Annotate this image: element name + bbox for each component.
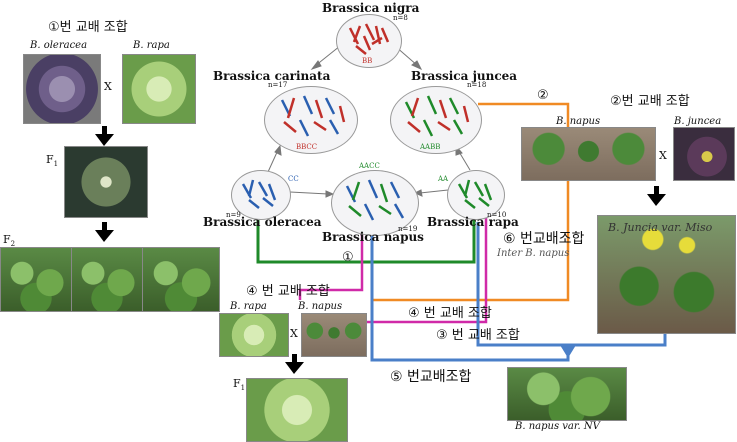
oleracea-chromosomes — [241, 179, 277, 209]
miso-label: B. Juncia var. Miso — [608, 221, 713, 234]
nigra-label: Brassica nigra — [322, 1, 420, 15]
parent-oleracea-label: B. oleracea — [30, 40, 88, 51]
napus-label: Brassica napus — [322, 230, 424, 244]
f1-label: F1 — [46, 153, 59, 169]
juncea-chromosome-circle — [390, 86, 482, 154]
oleracea-n: n=9 — [226, 211, 241, 219]
miso-field-photo — [597, 215, 736, 334]
juncea-genome: AABB — [420, 143, 441, 151]
f2-photo-3 — [142, 247, 220, 312]
cross2-title: ②번 교배 조합 — [610, 94, 690, 109]
nigra-chromosome-circle — [336, 14, 402, 68]
f2-label: F2 — [3, 233, 16, 249]
carinata-genome: BBCC — [296, 143, 318, 151]
oleracea-chromosome-circle — [231, 170, 291, 220]
napus-photo — [521, 127, 656, 181]
cross4-title-left: ④ 번 교배 조합 — [246, 284, 330, 299]
f1-photo — [64, 146, 148, 218]
juncea-label: Brassica juncea — [411, 69, 518, 83]
right-parent-napus-label: B. napus — [556, 116, 601, 127]
cross3-title: ③ 번 교배 조합 — [436, 328, 520, 343]
cross4-title-mid: ④ 번 교배 조합 — [408, 306, 492, 321]
f2-photo-1 — [0, 247, 72, 312]
bottom-parent-rapa-label: B. rapa — [230, 301, 267, 312]
cross6-title: ⑥ 번교배조합 — [503, 231, 585, 247]
rapa-genome: AA — [438, 175, 449, 183]
cross1-title: ①번 교배 조합 — [48, 20, 128, 35]
nigra-chromosomes — [348, 23, 390, 55]
carinata-label: Brassica carinata — [213, 69, 331, 83]
nigra-genome: BB — [362, 57, 373, 65]
inter-napus-label: Inter B. napus — [497, 248, 570, 259]
rapa-photo — [122, 54, 196, 124]
carinata-chromosomes — [280, 95, 346, 137]
rapa-chromosomes — [457, 179, 493, 209]
cross-mark-1: X — [104, 80, 112, 93]
cross1-number: ① — [342, 250, 354, 265]
right-parent-juncea-label: B. juncea — [674, 116, 722, 127]
rapa-chromosome-circle — [447, 170, 505, 220]
juncea-chromosomes — [404, 95, 470, 137]
bottom-rapa-photo — [219, 313, 289, 357]
bottom-napus-photo — [301, 313, 367, 357]
napus-nv-label: B. napus var. NV — [515, 421, 600, 432]
oleracea-label: Brassica oleracea — [203, 215, 322, 229]
bottom-f1-photo — [246, 378, 348, 442]
rapa-label: Brassica rapa — [427, 215, 519, 229]
bottom-f1-label: F1 — [233, 377, 246, 393]
bottom-parent-napus-label: B. napus — [298, 301, 343, 312]
oleracea-photo — [23, 54, 101, 124]
napus-chromosome-circle — [331, 170, 419, 236]
napus-chromosomes — [345, 179, 405, 221]
juncea-n: n=18 — [467, 81, 487, 89]
cross2-number: ② — [537, 88, 549, 103]
napus-genome: AACC — [359, 162, 380, 170]
carinata-n: n=17 — [268, 81, 288, 89]
cross5-title: ⑤ 번교배조합 — [390, 369, 472, 385]
oleracea-genome: CC — [288, 175, 299, 183]
napus-nv-photo — [507, 367, 627, 421]
napus-n: n=19 — [398, 225, 418, 233]
rapa-n: n=10 — [487, 211, 507, 219]
parent-rapa-label: B. rapa — [133, 40, 170, 51]
juncea-photo — [673, 127, 735, 181]
cross-mark-2: X — [659, 149, 667, 162]
cross-mark-3: X — [290, 327, 298, 340]
f2-photo-2 — [71, 247, 143, 312]
nigra-n: n=8 — [393, 14, 408, 22]
